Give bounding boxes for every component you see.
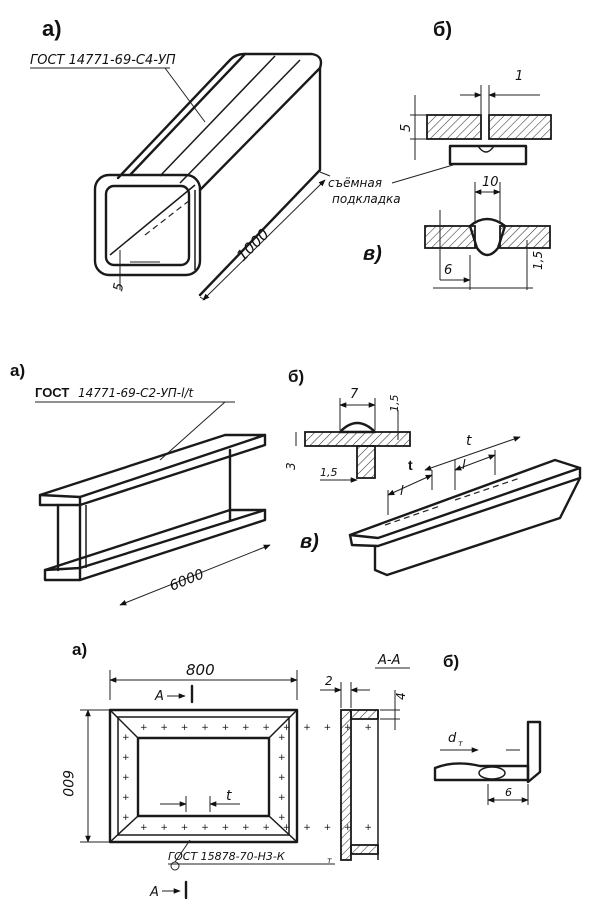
fig1-label-b: б) bbox=[433, 19, 452, 41]
fig1-standard-label: ГОСТ 14771-69-С4-УП bbox=[30, 53, 176, 68]
fig3-label-a: а) bbox=[72, 640, 87, 659]
fig3-section-label: А-А bbox=[377, 653, 400, 668]
fig1-length: 1000 bbox=[233, 225, 273, 265]
tube-end-outer bbox=[93, 173, 202, 277]
fig3-standard-label: ГОСТ 15878-70-Н3-К bbox=[168, 850, 286, 863]
fig1-gap: 1 bbox=[515, 69, 523, 84]
svg-text:+: + bbox=[122, 753, 130, 763]
svg-text:+: + bbox=[122, 813, 130, 823]
fig3-section-flange: 4 bbox=[394, 692, 408, 700]
fig3-weld-diameter: d bbox=[448, 731, 457, 746]
fig2-length: 6000 bbox=[167, 566, 206, 594]
fig3-weld-diameter-subscript: т bbox=[458, 739, 463, 748]
i-beam bbox=[38, 433, 267, 582]
fig1-root-height: 1,5 bbox=[531, 251, 545, 270]
fig2-pitch-upper: t bbox=[466, 433, 472, 449]
svg-text:+: + bbox=[278, 753, 286, 763]
svg-text:+: + bbox=[278, 733, 286, 743]
fig1-backing-note-1: съёмная bbox=[328, 176, 382, 190]
fig1-root-width: 6 bbox=[444, 263, 452, 278]
tube-end-inner bbox=[104, 184, 191, 267]
detail-v-butt-joint: 10 6 1,5 bbox=[424, 175, 551, 290]
svg-text:+: + bbox=[122, 733, 130, 743]
fig1-label-v: в) bbox=[363, 243, 382, 265]
svg-text:+: + bbox=[122, 773, 130, 783]
fig3-label-b: б) bbox=[443, 652, 459, 671]
fig1-label-a: а) bbox=[42, 16, 62, 41]
fig1-length-dimension bbox=[202, 179, 326, 301]
fig1-thickness: 5 bbox=[111, 282, 127, 293]
detail-v-tee: l l t t bbox=[348, 433, 582, 577]
fig3-section-mark-bottom: А bbox=[149, 885, 159, 900]
fig3-width: 800 bbox=[186, 661, 215, 679]
fig2-weld-width: 7 bbox=[350, 387, 359, 402]
figure-3-frame: а) б) 800 600 А + + + + + + + + + + + + … bbox=[59, 640, 542, 900]
fig2-length-dimension bbox=[119, 544, 271, 606]
detail-b-fillet-joint: 7 1,5 3 1,5 bbox=[284, 387, 411, 483]
tube-body: 5 bbox=[93, 52, 323, 297]
fig2-standard-prefix: ГОСТ bbox=[35, 385, 69, 400]
figure-2-beam: а) ГОСТ 14771-69-С2-УП-l/t 6000 б) 7 bbox=[10, 361, 582, 606]
fig1-backing-note-2: подкладка bbox=[332, 192, 401, 206]
frame-inner bbox=[136, 736, 271, 818]
detail-b-angle-joint: d т 6 bbox=[433, 720, 542, 805]
fig1-leader-line bbox=[164, 67, 206, 123]
fig3-section-mark-top: А bbox=[154, 689, 164, 704]
fig1-plate-thickness: 5 bbox=[399, 124, 414, 132]
detail-b-butt-joint: 1 5 bbox=[399, 69, 552, 166]
svg-text:+: + bbox=[278, 813, 286, 823]
fig2-plate-thickness: 3 bbox=[284, 462, 298, 470]
fig2-top-height: 1,5 bbox=[388, 395, 401, 413]
fig2-bottom-dim: 1,5 bbox=[320, 466, 338, 479]
fig2-label-v: в) bbox=[300, 531, 319, 553]
fig3-pitch: t bbox=[226, 788, 232, 804]
fig2-label-b: б) bbox=[288, 367, 304, 386]
svg-text:+: + bbox=[122, 793, 130, 803]
svg-text:+: + bbox=[278, 793, 286, 803]
fig3-weld-offset: 6 bbox=[505, 786, 512, 799]
figure-1-tube: а) ГОСТ 14771-69-С4-УП 5 1000 б) bbox=[30, 16, 552, 301]
fig2-weld-length-1: l bbox=[400, 484, 404, 499]
frame-weld-marks-top: + + + + + + + + + + + + bbox=[140, 723, 377, 733]
fig3-height: 600 bbox=[59, 770, 75, 797]
fig2-pitch-bold: t bbox=[408, 457, 413, 473]
fig2-label-a: а) bbox=[10, 361, 25, 380]
frame-outer bbox=[108, 708, 299, 844]
fig3-section-thickness: 2 bbox=[325, 674, 333, 688]
fig2-standard-label: 14771-69-С2-УП-l/t bbox=[78, 386, 194, 400]
fig2-weld-length-2: l bbox=[462, 458, 466, 473]
svg-text:+: + bbox=[278, 773, 286, 783]
section-a-a: 2 4 bbox=[320, 674, 408, 861]
frame-weld-marks-bottom: + + + + + + + + + + + + bbox=[140, 823, 377, 833]
fig3-standard-subscript: т bbox=[327, 856, 332, 865]
fig1-weld-width: 10 bbox=[482, 175, 499, 190]
